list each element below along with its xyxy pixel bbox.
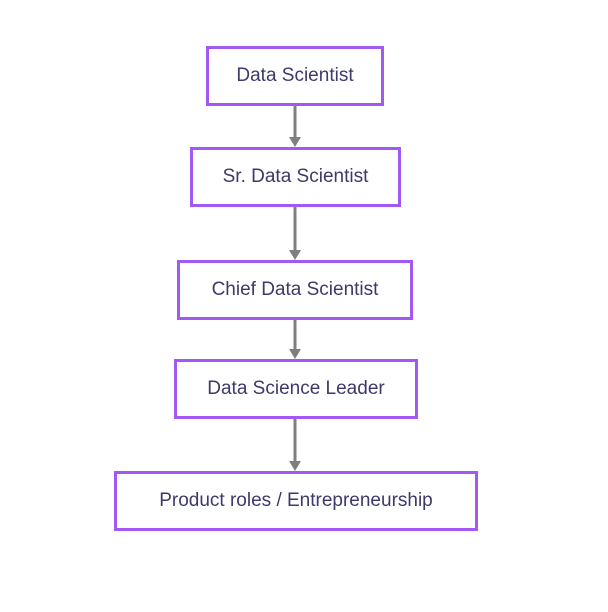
node-label: Product roles / Entrepreneurship — [159, 490, 433, 511]
arrow-n2-n3 — [289, 207, 301, 260]
node-chief-data-scientist: Chief Data Scientist — [177, 260, 413, 320]
node-label: Sr. Data Scientist — [222, 166, 369, 187]
node-label: Data Scientist — [236, 65, 354, 86]
node-product-roles-entrepreneurship: Product roles / Entrepreneurship — [114, 471, 478, 531]
node-label: Chief Data Scientist — [211, 279, 379, 300]
arrow-n3-n4 — [289, 320, 301, 359]
node-data-science-leader: Data Science Leader — [174, 359, 418, 419]
node-sr-data-scientist: Sr. Data Scientist — [190, 147, 401, 207]
node-data-scientist: Data Scientist — [206, 46, 384, 106]
arrow-n4-n5 — [289, 419, 301, 471]
arrow-n1-n2 — [289, 106, 301, 147]
node-label: Data Science Leader — [207, 378, 385, 399]
